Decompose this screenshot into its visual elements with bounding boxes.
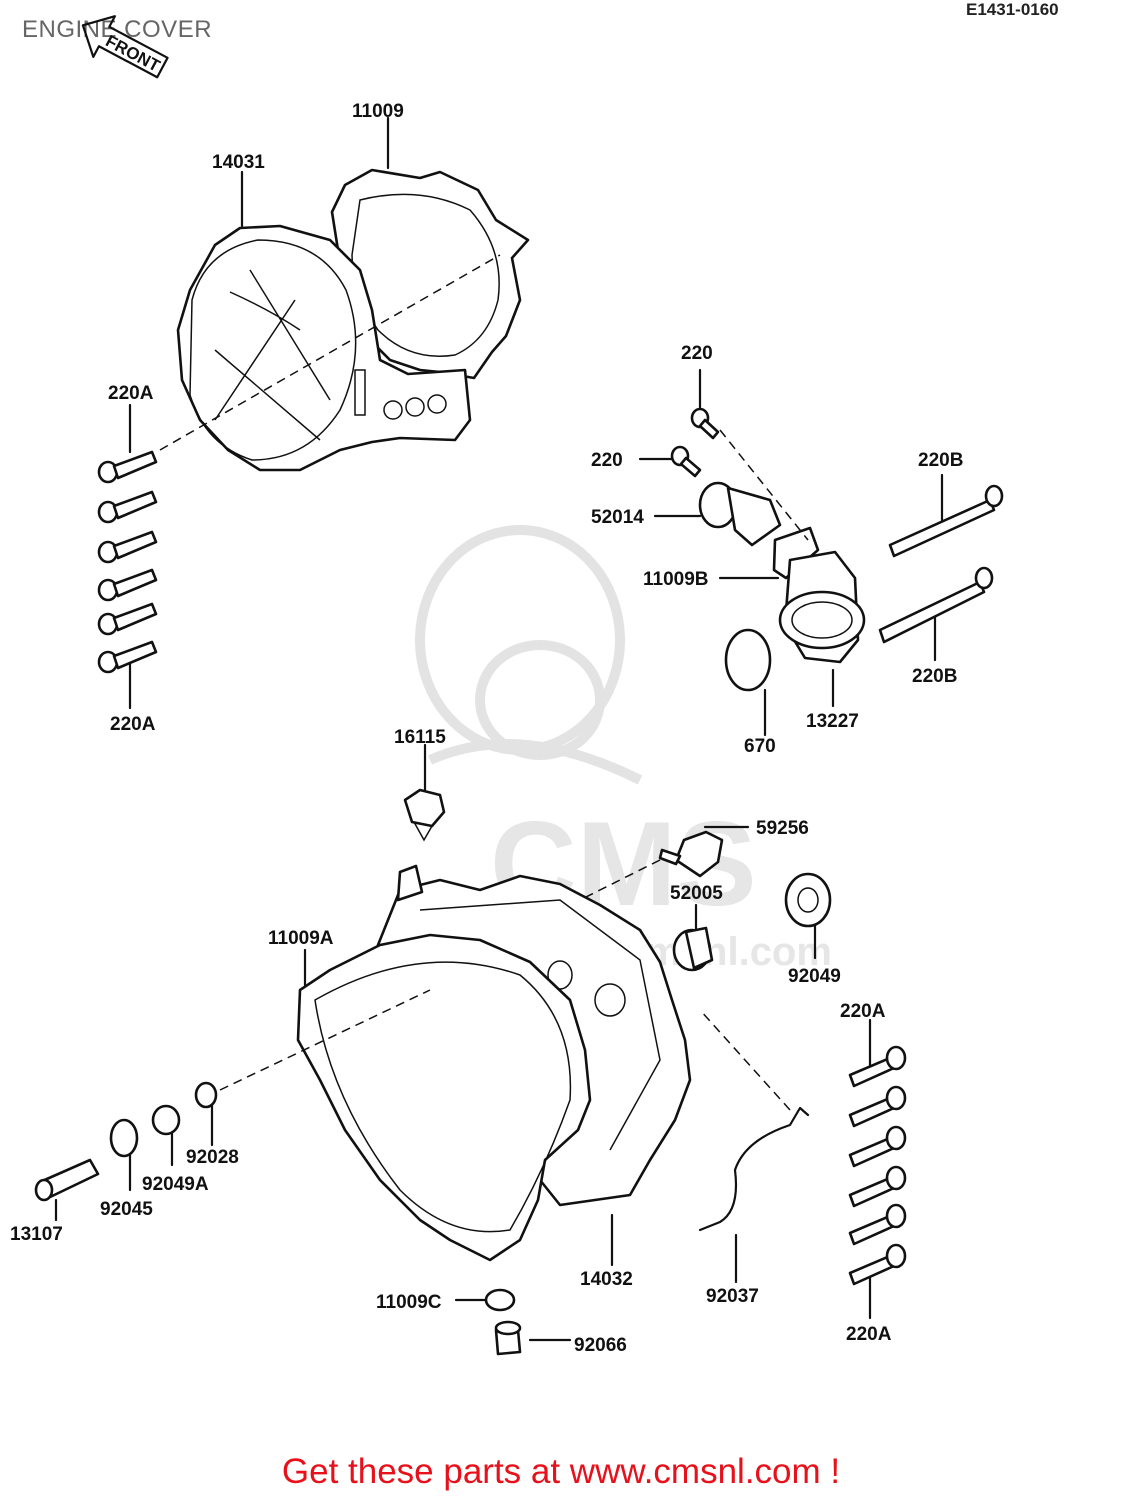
label-220A-right-top: 220A: [840, 1001, 886, 1022]
bolts-220A-right: [848, 1045, 907, 1286]
seal-52005: [672, 926, 714, 972]
cover-14031: [176, 224, 472, 472]
label-92049A: 92049A: [142, 1174, 209, 1195]
pump-housing-13227: [778, 550, 866, 664]
washer-92028: [194, 1081, 218, 1109]
bearing-92049: [784, 872, 832, 928]
cap-16115: [403, 788, 446, 842]
label-670: 670: [744, 736, 776, 757]
label-52014: 52014: [591, 507, 644, 528]
label-16115: 16115: [394, 727, 446, 748]
oring-92045: [109, 1118, 139, 1158]
label-11009: 11009: [352, 101, 404, 122]
label-220A-right-bottom: 220A: [846, 1324, 892, 1345]
bolts-220A-left: [97, 403, 158, 710]
label-11009A: 11009A: [268, 928, 334, 949]
footer-link[interactable]: Get these parts at www.cmsnl.com !: [0, 1452, 1122, 1492]
label-52005: 52005: [670, 883, 723, 904]
drain-bolt-92066: [494, 1320, 522, 1356]
label-13227: 13227: [806, 711, 859, 732]
elbow-52014: [698, 481, 782, 547]
label-92045: 92045: [100, 1199, 153, 1220]
label-14031: 14031: [212, 152, 265, 173]
sensor-59256: [658, 830, 724, 878]
diagram-code: E1431-0160: [966, 0, 1059, 19]
label-11009C: 11009C: [376, 1292, 442, 1313]
oring-670: [724, 628, 772, 692]
label-92066: 92066: [574, 1335, 627, 1356]
label-220B-upper: 220B: [918, 450, 963, 471]
footer-link-text[interactable]: Get these parts at www.cmsnl.com !: [281, 1452, 841, 1491]
label-92049: 92049: [788, 966, 841, 987]
label-220A-top: 220A: [108, 383, 154, 404]
label-11009B: 11009B: [643, 569, 709, 590]
washer-11009C: [484, 1288, 516, 1312]
bolt-220B-lower: [878, 566, 994, 644]
bolt-220-lower: [670, 445, 702, 478]
label-92037: 92037: [706, 1286, 759, 1307]
label-220A-bottom-left: 220A: [110, 714, 156, 735]
front-arrow-icon: FRONT: [81, 15, 169, 79]
pipe-92037: [698, 1106, 810, 1232]
bearing-92049A: [151, 1104, 181, 1136]
page-title: ENGINE COVER: [22, 16, 213, 43]
label-220-lower: 220: [591, 450, 623, 471]
label-14032: 14032: [580, 1269, 633, 1290]
label-59256: 59256: [756, 818, 809, 839]
bolt-220-upper: [690, 407, 720, 440]
plug-13107: [34, 1158, 100, 1202]
label-220B-lower: 220B: [912, 666, 957, 687]
label-13107: 13107: [10, 1224, 63, 1245]
label-92028: 92028: [186, 1147, 239, 1168]
gasket-11009A: [296, 933, 592, 1262]
bolt-220B-upper: [888, 484, 1004, 558]
label-220-upper: 220: [681, 343, 713, 364]
